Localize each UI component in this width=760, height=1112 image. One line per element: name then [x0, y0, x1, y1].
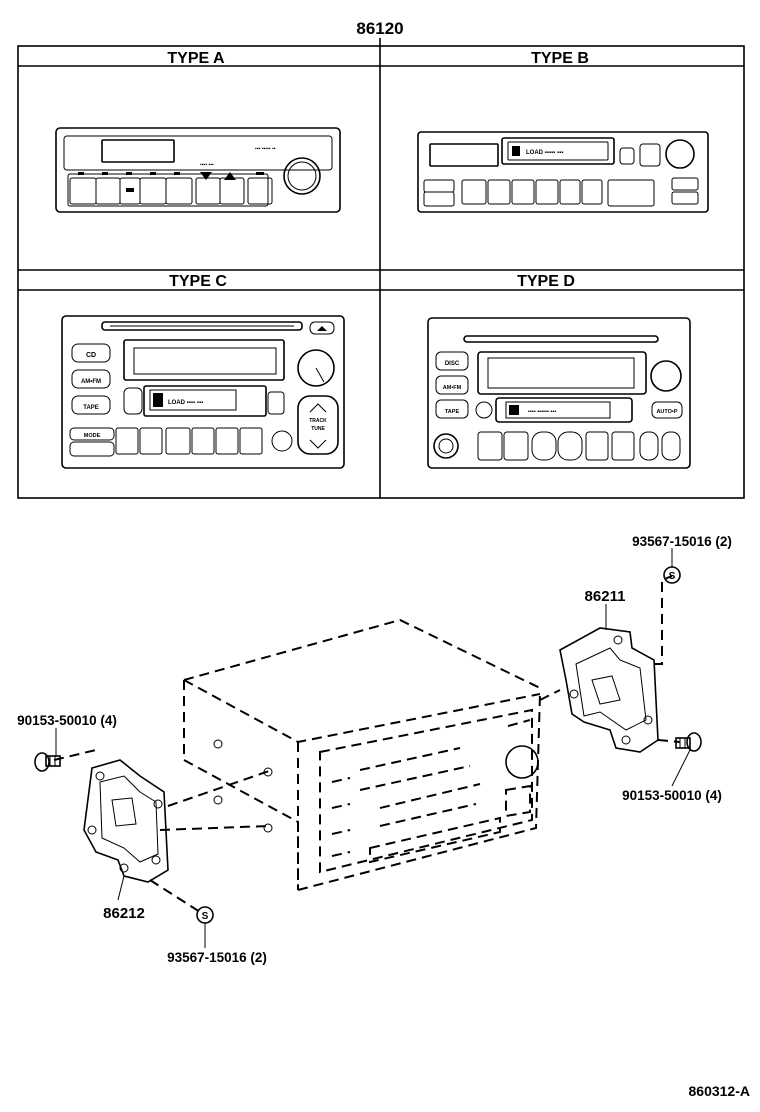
callout-bolt-left: 90153-50010 (4) [17, 713, 117, 728]
type-c-cd-label: CD [86, 352, 96, 359]
svg-text:LOAD ▪▪▪▪▪ ▪▪▪: LOAD ▪▪▪▪▪ ▪▪▪ [526, 150, 563, 156]
callout-bracket-86211: 86211 [585, 588, 626, 605]
type-c-mode-label: MODE [84, 433, 101, 439]
assembly-paths [53, 575, 681, 913]
type-d-tape-label: TAPE [445, 409, 460, 415]
svg-text:TRACK: TRACK [309, 418, 327, 424]
svg-text:TUNE: TUNE [311, 426, 325, 432]
svg-text:▪▪▪▪ ▪▪▪: ▪▪▪▪ ▪▪▪ [200, 162, 214, 168]
assembly-part-number: 86120 [356, 19, 403, 38]
radio-type-c: CD AM•FM TAPE LOAD ▪▪▪▪ ▪▪▪ TRACK TUNE M… [61, 315, 345, 469]
callout-bolt-right: 90153-50010 (4) [622, 788, 722, 803]
screw-bottom-icon: S [196, 906, 214, 924]
type-d-amfm-label: AM•FM [443, 385, 462, 391]
type-a-label: TYPE A [167, 50, 225, 67]
callout-screw-top-right: 93567-15016 (2) [632, 534, 732, 549]
radio-type-d: DISC AM•FM TAPE ▪▪▪▪ ▪▪▪▪▪▪ ▪▪▪ AUTO•P [427, 317, 691, 469]
bracket-right-86211 [559, 627, 659, 753]
bolt-left-icon [34, 752, 61, 772]
svg-text:▪▪▪ ▪▪▪▪▪ ▪▪: ▪▪▪ ▪▪▪▪▪ ▪▪ [255, 146, 276, 152]
leader-lines [55, 548, 691, 948]
bracket-left-86212 [83, 759, 169, 883]
type-c-tape-label: TAPE [83, 405, 99, 411]
radio-type-a: ▪▪▪ ▪▪▪▪▪ ▪▪ ▪▪▪▪ ▪▪▪ [55, 127, 341, 213]
bolt-right-icon [675, 732, 702, 752]
type-b-label: TYPE B [531, 50, 589, 67]
callout-screw-bottom: 93567-15016 (2) [167, 950, 267, 965]
svg-text:S: S [202, 911, 209, 922]
svg-text:▪▪▪▪ ▪▪▪▪▪▪ ▪▪▪: ▪▪▪▪ ▪▪▪▪▪▪ ▪▪▪ [528, 409, 556, 415]
screw-top-right-icon: S [663, 566, 681, 584]
type-d-disc-label: DISC [445, 361, 460, 367]
svg-text:LOAD ▪▪▪▪ ▪▪▪: LOAD ▪▪▪▪ ▪▪▪ [168, 400, 203, 406]
callout-bracket-86212: 86212 [103, 905, 145, 922]
type-d-label: TYPE D [517, 273, 575, 290]
type-c-label: TYPE C [169, 273, 227, 290]
drawing-number: 860312-A [689, 1083, 751, 1099]
type-c-amfm-label: AM•FM [81, 379, 101, 385]
radio-type-b: LOAD ▪▪▪▪▪ ▪▪▪ [417, 131, 709, 213]
type-grid [17, 45, 745, 499]
svg-text:S: S [669, 571, 676, 582]
type-d-autop-label: AUTO•P [656, 409, 677, 415]
radio-body-outline [183, 618, 541, 891]
